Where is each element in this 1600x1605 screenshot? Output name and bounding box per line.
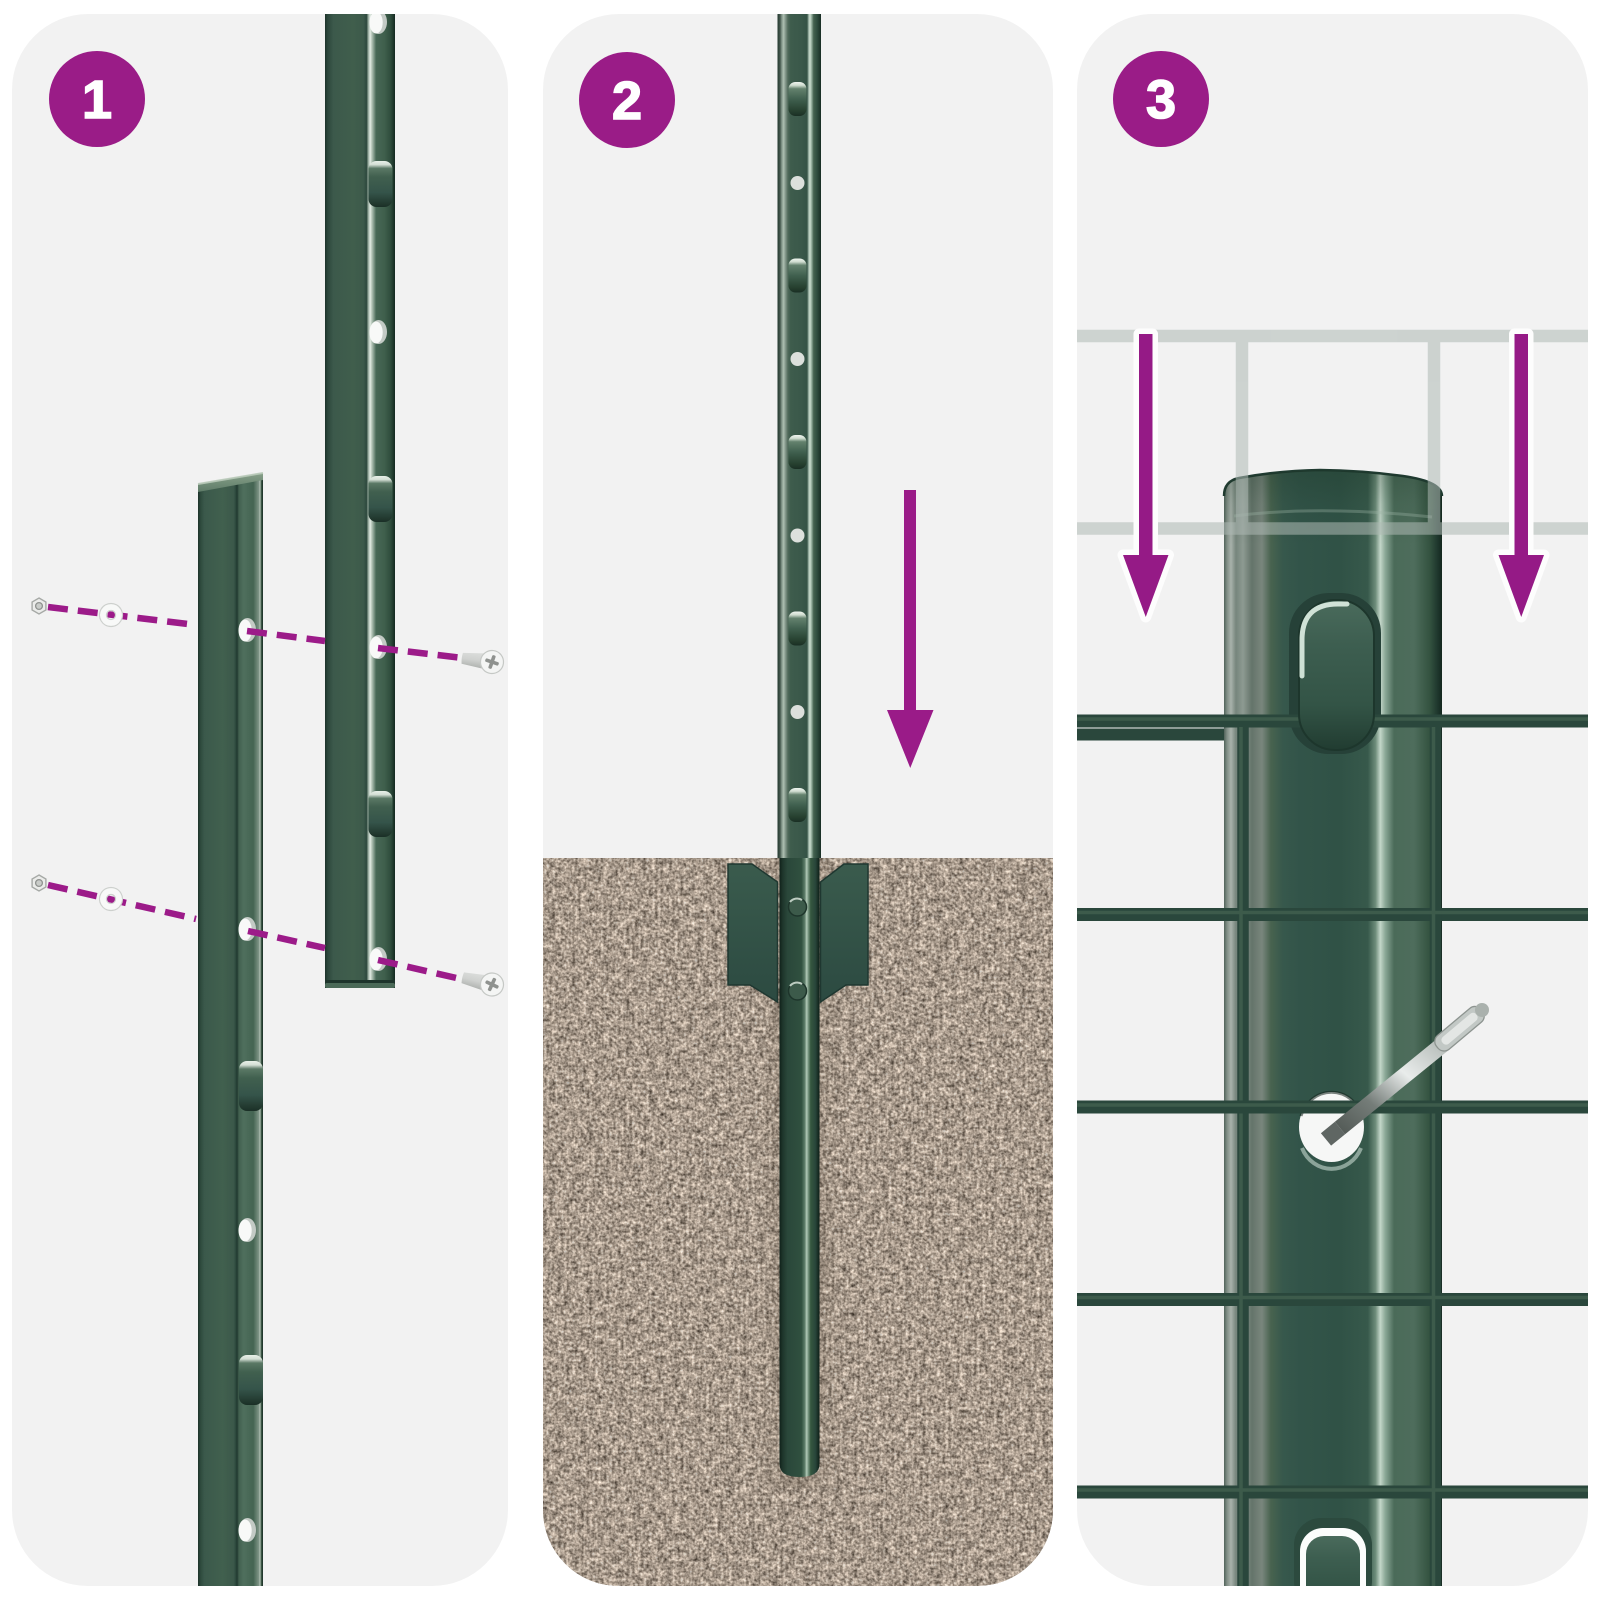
- svg-text:3: 3: [1146, 70, 1176, 130]
- svg-text:2: 2: [612, 71, 642, 131]
- svg-text:1: 1: [82, 70, 112, 130]
